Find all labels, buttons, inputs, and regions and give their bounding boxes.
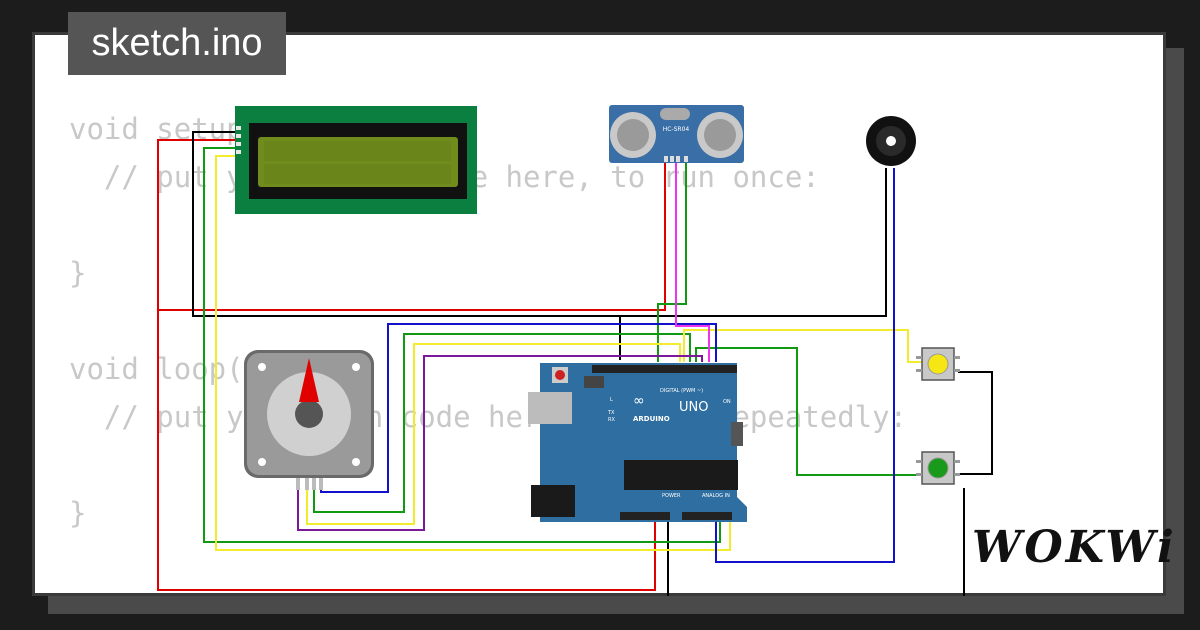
wire-black bbox=[192, 131, 621, 360]
wire-yellow bbox=[306, 343, 681, 525]
stepper-motor[interactable] bbox=[244, 350, 374, 490]
arduino-uno[interactable]: ∞ UNO ARDUINO DIGITAL (PWM ~) POWER ANAL… bbox=[528, 363, 747, 522]
sketch-filename: sketch.ino bbox=[91, 22, 263, 64]
arduino-l-label: L bbox=[610, 397, 613, 403]
wire-green bbox=[657, 160, 687, 362]
wire-green bbox=[203, 147, 721, 543]
arduino-rx-label: RX bbox=[608, 417, 615, 423]
lcd-display[interactable] bbox=[235, 106, 477, 214]
wire-blue bbox=[715, 168, 895, 563]
arduino-on-label: ON bbox=[723, 399, 731, 405]
wire-red bbox=[158, 160, 666, 311]
arduino-logo-icon: ∞ bbox=[633, 393, 645, 409]
wire-yellow bbox=[215, 155, 731, 551]
wire-green bbox=[313, 333, 691, 513]
arduino-analog-label: ANALOG IN bbox=[702, 493, 730, 499]
buzzer[interactable] bbox=[866, 116, 916, 166]
code-line: } bbox=[69, 496, 87, 530]
wire-yellow bbox=[683, 329, 922, 363]
code-line: } bbox=[69, 256, 87, 290]
pushbutton-yellow[interactable] bbox=[916, 347, 960, 381]
wire-black bbox=[620, 168, 887, 317]
arduino-tx-label: TX bbox=[607, 410, 615, 416]
wire-green bbox=[695, 347, 922, 476]
pushbutton-green[interactable] bbox=[916, 451, 960, 485]
arduino-digital-label: DIGITAL (PWM ~) bbox=[660, 388, 703, 394]
sketch-title-badge: sketch.ino bbox=[68, 12, 286, 75]
wire-black bbox=[958, 371, 993, 475]
wire-blue bbox=[320, 323, 717, 493]
wokwi-logo: WOKWi bbox=[972, 522, 1177, 573]
arduino-power-label: POWER bbox=[662, 493, 681, 499]
wire-purple bbox=[297, 355, 703, 531]
arduino-brand: ARDUINO bbox=[633, 415, 670, 423]
ultrasonic-sensor[interactable]: HC-SR04 bbox=[609, 105, 744, 163]
wires bbox=[157, 131, 993, 596]
arduino-model: UNO bbox=[679, 400, 708, 415]
wire-magenta bbox=[675, 160, 710, 362]
wire-red bbox=[157, 139, 656, 591]
ultrasonic-label: HC-SR04 bbox=[663, 126, 690, 133]
